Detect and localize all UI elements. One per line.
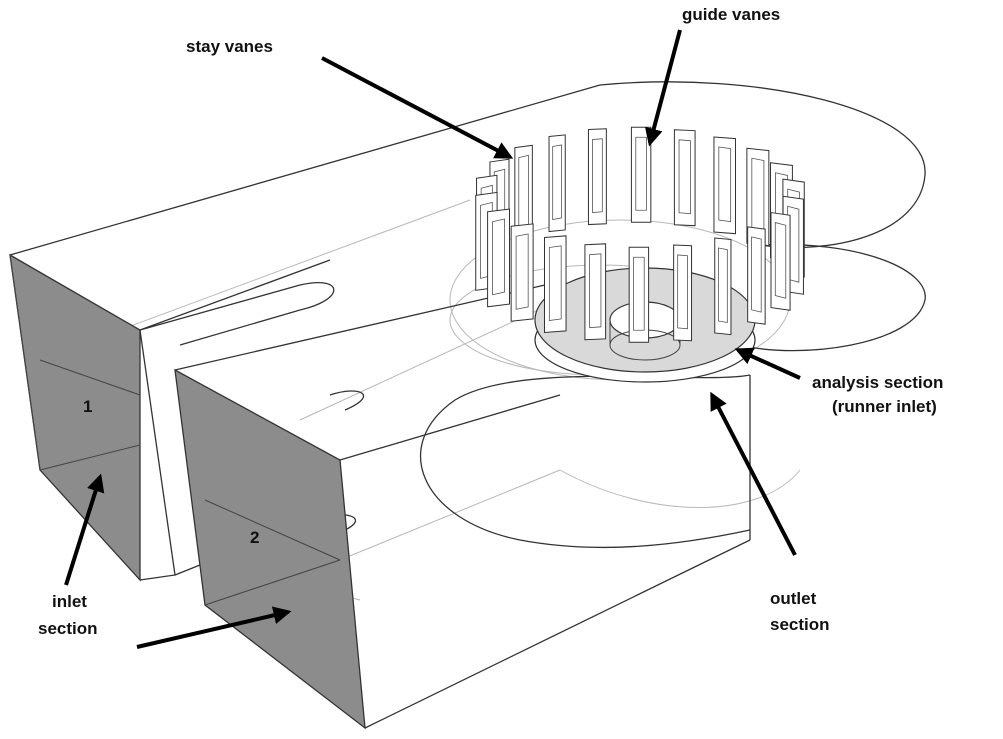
label-outlet-section-1: outlet bbox=[770, 589, 817, 608]
vane bbox=[487, 208, 510, 308]
arrow-guide-vanes bbox=[644, 29, 682, 147]
label-inlet-section-2: section bbox=[38, 619, 98, 638]
label-analysis-section-2: (runner inlet) bbox=[832, 397, 937, 416]
vane bbox=[584, 243, 607, 341]
vane-inner bbox=[548, 245, 562, 321]
vane bbox=[673, 244, 693, 342]
vane-inner bbox=[677, 254, 688, 330]
vane bbox=[548, 134, 566, 233]
label-stay-vanes: stay vanes bbox=[186, 37, 273, 56]
vane-inner bbox=[592, 138, 603, 213]
vane bbox=[587, 128, 607, 226]
leader-arrows bbox=[64, 29, 801, 649]
vane bbox=[714, 237, 732, 336]
arrow-analysis-section bbox=[734, 347, 801, 380]
inlet-face-2 bbox=[174, 368, 366, 730]
label-inlet-section-1: inlet bbox=[52, 592, 87, 611]
vane-inner bbox=[718, 146, 732, 223]
spiral-casing-outline bbox=[9, 81, 926, 549]
inlet-face-1 bbox=[9, 253, 141, 582]
vane-inner bbox=[635, 136, 647, 211]
vane-inner bbox=[492, 218, 505, 296]
label-outlet-section-2: section bbox=[770, 615, 830, 634]
vane-inner bbox=[717, 247, 728, 324]
arrow-stay-vanes bbox=[321, 56, 514, 159]
vane bbox=[713, 136, 737, 235]
vane bbox=[673, 129, 696, 227]
inlet-block-1 bbox=[9, 253, 331, 582]
vane-ring bbox=[475, 126, 805, 343]
vane-inner bbox=[774, 222, 787, 299]
vane-inner bbox=[552, 144, 563, 221]
vane bbox=[630, 126, 652, 223]
vane-inner bbox=[515, 233, 529, 310]
vane-inner bbox=[678, 139, 691, 215]
vane bbox=[628, 246, 650, 343]
vane bbox=[746, 147, 770, 247]
vane bbox=[747, 226, 766, 325]
labels: stay vanes guide vanes analysis section … bbox=[38, 5, 943, 638]
label-section-2: 2 bbox=[250, 528, 259, 547]
vane bbox=[510, 223, 534, 322]
label-analysis-section-1: analysis section bbox=[812, 373, 943, 392]
arrow-inlet-section-2 bbox=[136, 606, 292, 649]
vane bbox=[543, 235, 567, 334]
inlet-block-2 bbox=[174, 284, 751, 730]
label-guide-vanes: guide vanes bbox=[682, 5, 780, 24]
label-section-1: 1 bbox=[83, 397, 92, 416]
vane bbox=[770, 211, 791, 311]
arrow-outlet-section bbox=[710, 391, 797, 556]
vane-inner bbox=[589, 253, 602, 329]
vane-inner bbox=[751, 236, 762, 313]
vane-inner bbox=[633, 256, 645, 331]
arrow-inlet-section-1 bbox=[64, 473, 105, 586]
